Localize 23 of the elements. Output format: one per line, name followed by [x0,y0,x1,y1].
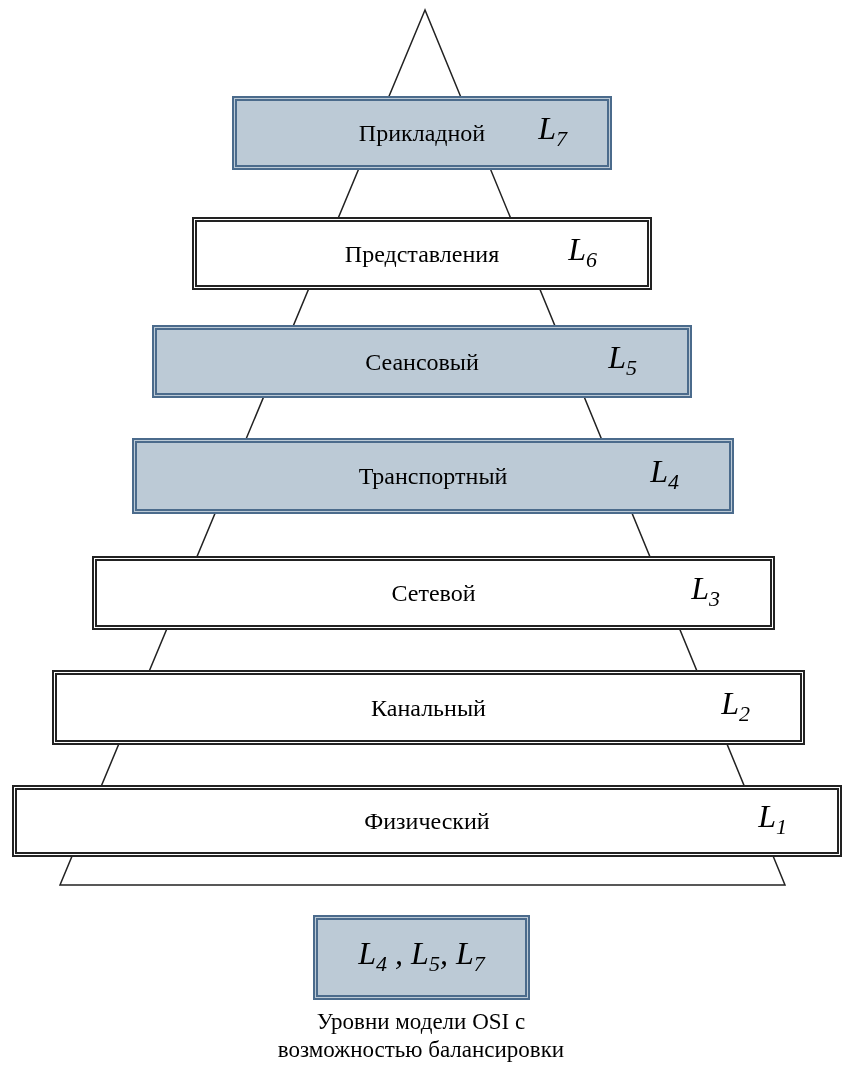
layer-box [12,785,842,857]
layer-name: Представления [344,240,500,267]
layer-box [92,556,775,630]
layer-name: Транспортный [358,462,508,490]
layer-name: Канальный [371,694,486,721]
layer-number: L$_{1}$ [758,797,787,841]
layer-numbers: L$_{4}$ , L$_{5}$, L$_{7}$ [358,934,485,977]
layer-name: Сетевой [391,579,476,607]
layer-box [152,325,692,398]
layer-number: L$_{3}$ [691,569,720,613]
layer-name: Сеансовый [365,348,479,375]
layer-box [192,217,652,290]
layer-box [132,438,734,514]
layer-box [232,96,612,170]
layer-name: Прикладной [358,119,486,147]
layer-number: L$_{6}$ [568,230,597,273]
layer-name: Физический [364,807,490,835]
legend-text: Уровни модели OSI с возможностью балансировки [276,1008,566,1064]
layer-number: L$_{7}$ [538,109,567,153]
layer-number: L$_{4}$ [650,452,679,496]
layer-box [52,670,805,745]
layer-number: L$_{2}$ [721,684,750,727]
layer-number: L$_{5}$ [608,338,637,381]
